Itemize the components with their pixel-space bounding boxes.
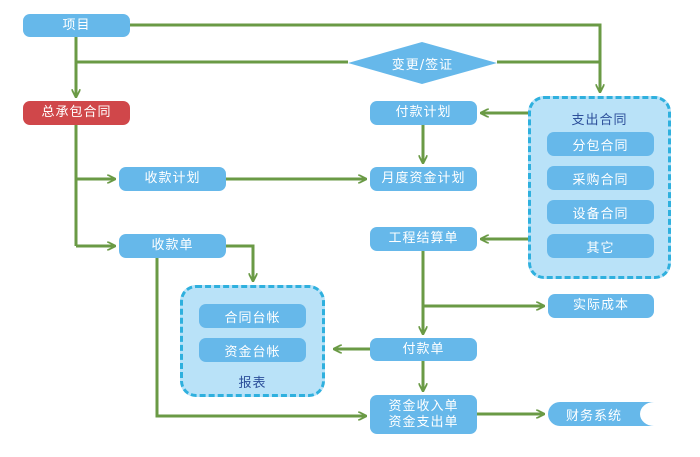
change-visa-label: 变更/签证 [391, 57, 454, 73]
connector-project-to-expense-contracts [130, 23, 600, 92]
actual-cost-node[interactable]: 实际成本 [548, 294, 654, 318]
other-contract-item[interactable]: 其它 [547, 234, 654, 258]
finance-system-label: 财务系统 [565, 408, 622, 424]
finance-system-shape[interactable] [548, 402, 654, 426]
subcontract-item[interactable]: 分包合同 [547, 132, 654, 156]
connector-receipt-slip-to-fund-slips [155, 258, 366, 416]
fund-slips-node[interactable]: 资金收入单 资金支出单 [370, 395, 477, 434]
fund-ledger-item[interactable]: 资金台帐 [199, 338, 306, 362]
general-contract-node[interactable]: 总承包合同 [23, 101, 130, 125]
project-node[interactable]: 项目 [23, 14, 130, 37]
receipt-plan-node[interactable]: 收款计划 [119, 167, 226, 191]
expense-contracts-group: 支出合同 分包合同 采购合同 设备合同 其它 [528, 96, 671, 279]
contract-ledger-item[interactable]: 合同台帐 [199, 304, 306, 328]
payment-slip-node[interactable]: 付款单 [370, 338, 477, 361]
reports-group: 合同台帐 资金台帐 报表 [180, 285, 325, 397]
payment-plan-node[interactable]: 付款计划 [370, 101, 477, 125]
monthly-fund-plan-node[interactable]: 月度资金计划 [370, 167, 477, 191]
equipment-contract-item[interactable]: 设备合同 [547, 200, 654, 224]
change-visa-diamond[interactable] [348, 42, 497, 84]
settlement-slip-node[interactable]: 工程结算单 [370, 227, 477, 251]
expense-contracts-title: 支出合同 [571, 113, 628, 128]
fund-income-slip-label: 资金收入单 [388, 398, 459, 414]
reports-title: 报表 [238, 376, 267, 391]
receipt-slip-node[interactable]: 收款单 [119, 234, 226, 258]
procurement-contract-item[interactable]: 采购合同 [547, 166, 654, 190]
connector-receipt-slip-to-reports [226, 244, 253, 281]
fund-expense-slip-label: 资金支出单 [388, 414, 459, 430]
